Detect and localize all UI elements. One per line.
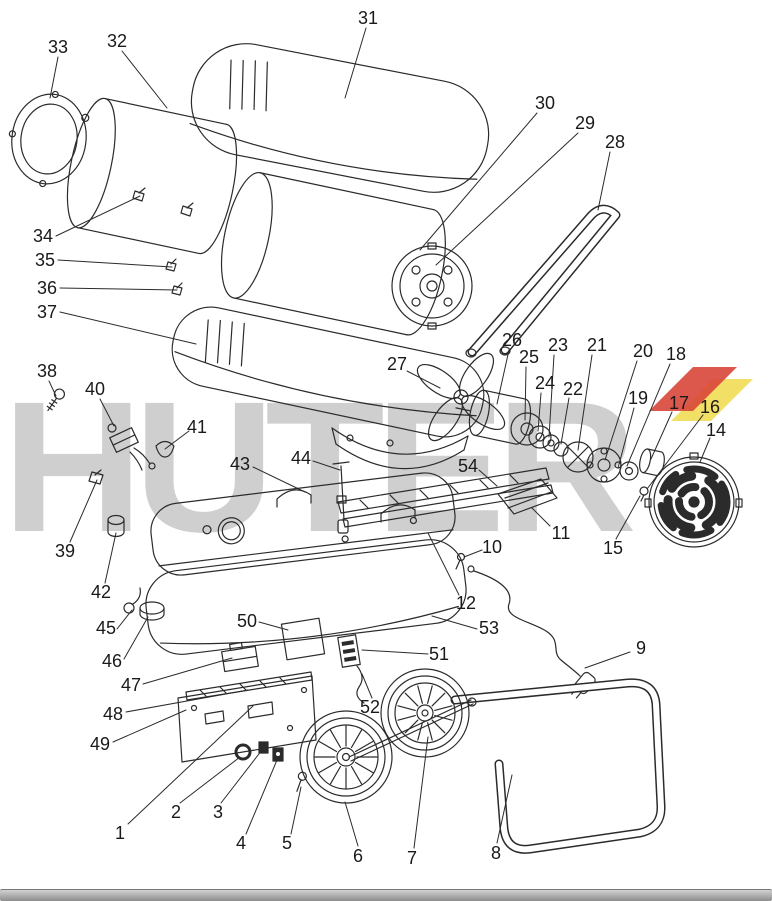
brand-flag-logo — [649, 367, 753, 421]
part-panel-bracket-48 — [185, 671, 313, 701]
part-fuel-pickup — [332, 461, 350, 534]
part-wheel-rear — [380, 668, 470, 758]
part-top-cover — [189, 43, 490, 193]
part-support-rail — [337, 467, 554, 528]
part-fan-guard — [644, 452, 743, 548]
part-combustion-chamber — [66, 97, 238, 255]
part-sticker-51 — [337, 634, 361, 668]
part-screw-16 — [639, 486, 649, 502]
part-switch-4 — [272, 747, 284, 762]
part-clips — [132, 187, 194, 296]
part-grommet-2 — [234, 743, 252, 761]
part-bracket-39 — [88, 469, 104, 485]
part-bracket-11 — [497, 478, 558, 515]
part-lower-shell — [171, 306, 485, 438]
part-flange-ring — [8, 90, 90, 188]
part-plate-50 — [280, 617, 326, 661]
part-wheel-front — [299, 710, 393, 804]
part-igniter — [107, 423, 156, 471]
part-front-panel — [177, 675, 317, 763]
footer-bar — [0, 889, 772, 901]
part-pump-discs — [510, 412, 639, 483]
part-axle — [348, 697, 477, 762]
part-nut-3 — [258, 741, 269, 754]
part-screw-5 — [296, 771, 307, 792]
part-fuel-tank — [145, 539, 467, 655]
part-motor-plate — [391, 242, 473, 330]
part-tank-top — [150, 472, 456, 576]
part-fuel-cap — [139, 601, 165, 621]
part-fan — [416, 352, 506, 442]
watermark-text: HUTER — [2, 362, 637, 571]
leader-lines — [48, 27, 711, 849]
part-handle — [465, 204, 621, 358]
brand-flag-red — [649, 367, 737, 411]
part-shell-body — [220, 171, 446, 336]
part-wire-52 — [356, 665, 365, 704]
part-clamp-41 — [155, 440, 175, 458]
part-power-cord — [467, 565, 596, 699]
part-wheel-frame — [450, 678, 666, 854]
part-control-box-47 — [221, 641, 259, 673]
part-chamber-saddle — [331, 427, 469, 470]
part-pump-saddles — [276, 489, 416, 523]
part-motor — [455, 389, 532, 445]
part-sensor-45 — [123, 587, 141, 614]
part-screw-38 — [46, 388, 66, 412]
part-pump-cap — [639, 448, 665, 477]
part-bushing-42 — [107, 514, 125, 538]
